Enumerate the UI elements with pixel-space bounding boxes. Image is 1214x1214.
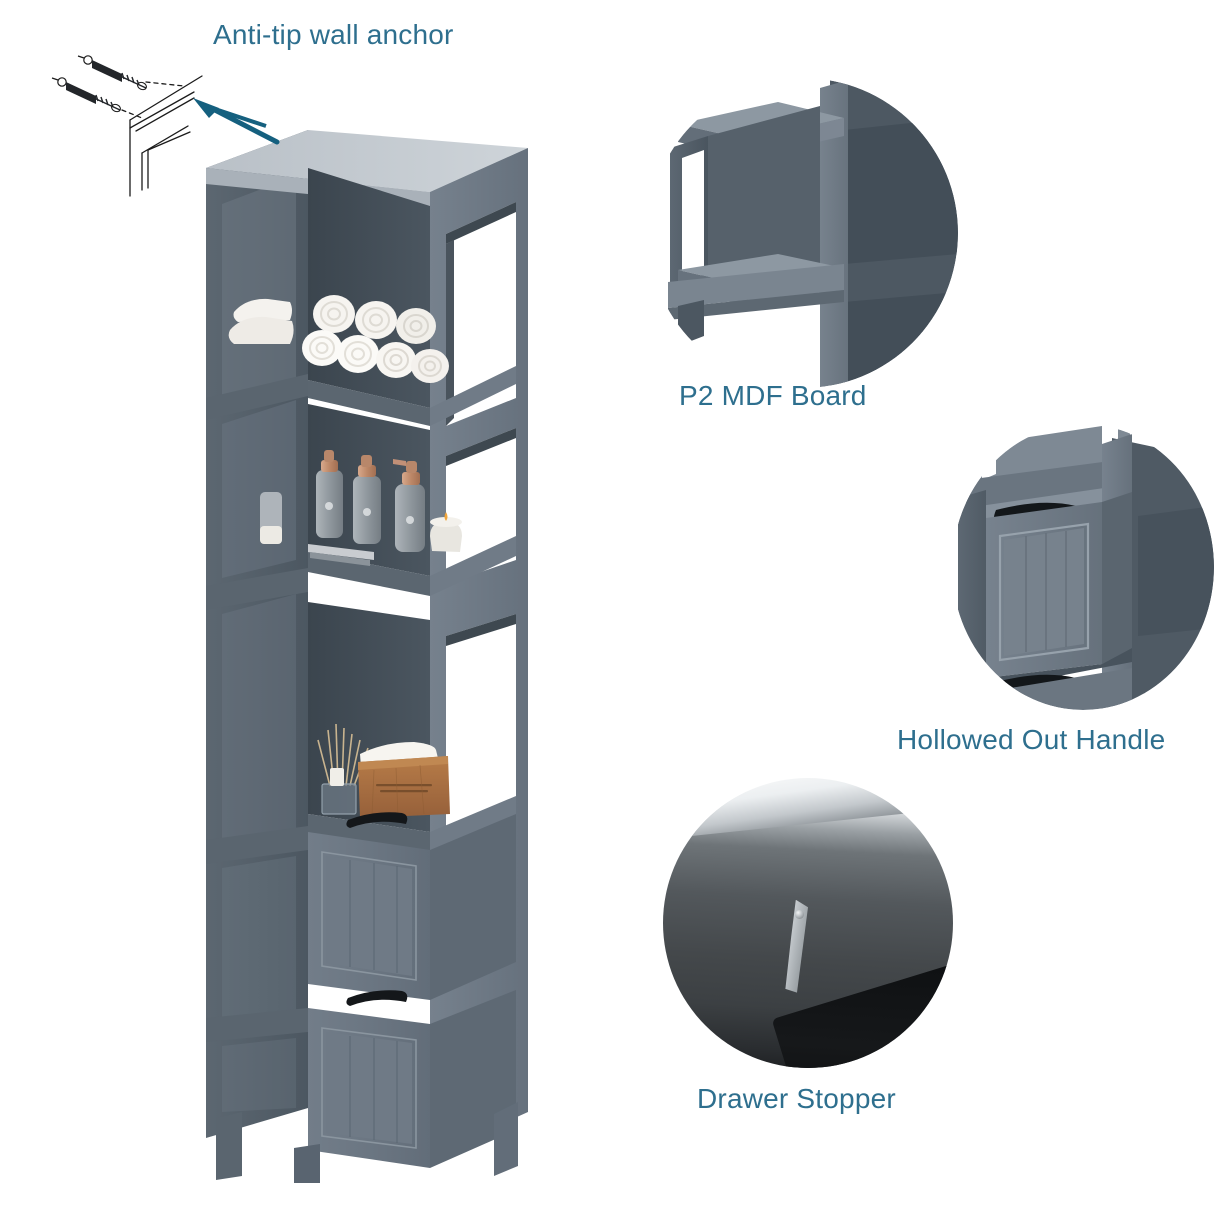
- callout-label-p2-mdf-board: P2 MDF Board: [679, 380, 867, 411]
- drawer-stopper-photo: [663, 778, 953, 1068]
- pump-bottle-3: [393, 459, 425, 552]
- shelf-accessories: [317, 723, 450, 818]
- screw-lower: [51, 77, 121, 113]
- drawer-upper: [308, 812, 516, 1000]
- inset-hollowed-out-handle: [952, 424, 1214, 710]
- rolled-towels: [302, 295, 449, 383]
- candle: [430, 512, 462, 552]
- inset-drawer-stopper: [663, 778, 953, 1068]
- cabinet-left-side-panel: [206, 130, 308, 1138]
- folded-towels: [228, 298, 294, 344]
- pump-bottle-1: [316, 450, 343, 538]
- shelf-toiletries: [260, 450, 462, 566]
- pump-bottle-2: [353, 455, 381, 544]
- screw-upper: [77, 55, 147, 91]
- anti-tip-arrow-icon: [193, 98, 280, 145]
- screw-head-icon: [794, 909, 805, 920]
- inset-p2-mdf-board: [648, 78, 958, 388]
- storage-cabinet-illustration: [193, 100, 538, 1214]
- reed-diffuser: [317, 723, 369, 815]
- bottle-side: [260, 492, 282, 544]
- tissue-box: [358, 742, 450, 818]
- callout-label-hollowed-out-handle: Hollowed Out Handle: [897, 724, 1166, 755]
- cabinet-shelf-boards: [308, 366, 516, 852]
- wall-anchor-icon: [18, 38, 258, 228]
- callout-label-drawer-stopper: Drawer Stopper: [697, 1083, 896, 1114]
- callout-label-anti-tip: Anti-tip wall anchor: [213, 19, 454, 50]
- drawer-lower: [308, 990, 516, 1168]
- folded-cloths: [308, 544, 374, 566]
